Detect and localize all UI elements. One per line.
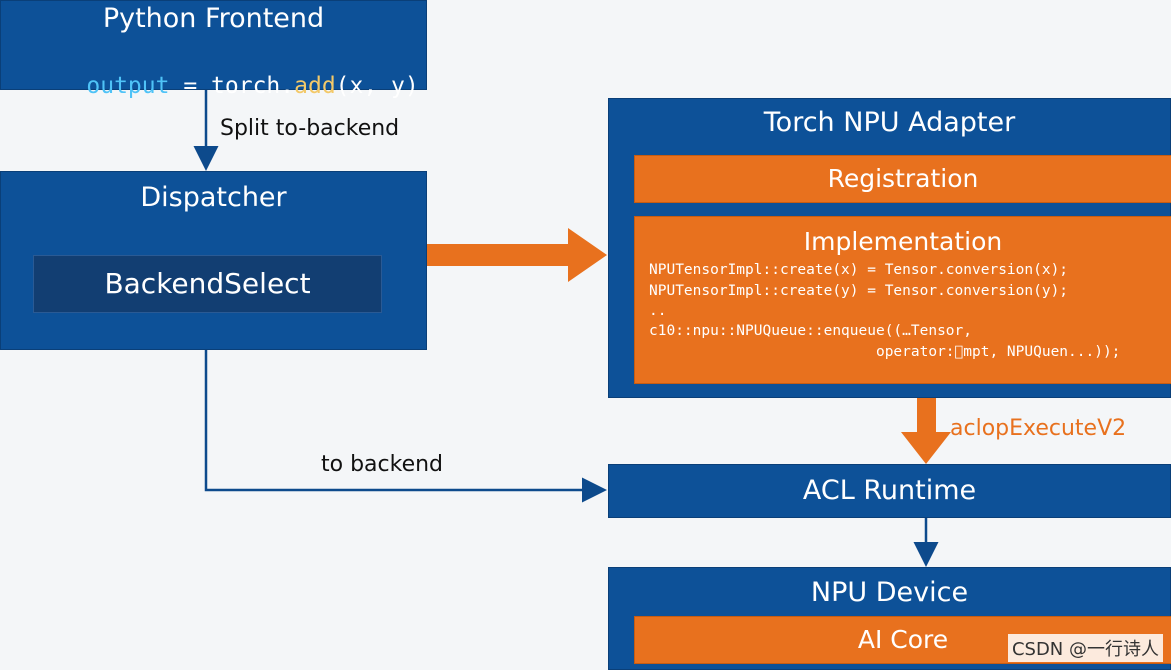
to-backend-label: to backend [321,452,444,477]
code-object: torch. [211,73,295,99]
arrow-dispatcher-to-adapter [427,228,607,282]
implementation-panel: Implementation NPUTensorImpl::create(x) … [634,216,1171,384]
code-function: add [294,73,336,99]
npu-device-box: NPU Device AI Core [608,567,1171,670]
aclop-execute-label: aclopExecuteV2 [950,416,1127,441]
code-equals: = [169,73,212,99]
npu-device-title: NPU Device [810,577,969,608]
registration-label: Registration [827,164,979,193]
code-variable: output [86,73,170,99]
dispatcher-title: Dispatcher [140,182,287,213]
csdn-watermark: CSDN @一行诗人 [1007,634,1163,662]
frontend-code: output = torch.add(x, y) [31,47,419,125]
impl-code-line-2: NPUTensorImpl::create(y) = Tensor.conver… [649,283,1069,299]
dispatcher-box: Dispatcher BackendSelect [0,171,427,350]
backend-select-box: BackendSelect [33,255,382,313]
registration-bar: Registration [634,155,1171,203]
acl-runtime-title: ACL Runtime [802,475,977,506]
acl-runtime-box: ACL Runtime [608,464,1171,518]
python-frontend-title: Python Frontend [102,3,325,34]
backend-select-label: BackendSelect [104,267,311,300]
implementation-title: Implementation [803,227,1003,256]
python-frontend-box: Python Frontend output = torch.add(x, y) [0,0,427,99]
arrow-adapter-to-acl [901,398,951,464]
impl-code-line-4: c10::npu::NPUQueue::enqueue((…Tensor, [649,323,973,339]
impl-code-line-1: NPUTensorImpl::create(x) = Tensor.conver… [649,262,1069,278]
torch-npu-adapter-box: Torch NPU Adapter Registration Implement… [608,98,1171,398]
adapter-title: Torch NPU Adapter [763,107,1016,138]
split-to-backend-label: Split to-backend [220,116,400,141]
ai-core-label: AI Core [857,625,949,654]
impl-code-line-5: operator: mpt, NPUQuen...)); [649,344,1121,360]
arrow-dispatcher-to-acl [204,350,607,503]
impl-code-line-3: .. [649,303,667,319]
code-args: (x, y) [335,73,419,99]
